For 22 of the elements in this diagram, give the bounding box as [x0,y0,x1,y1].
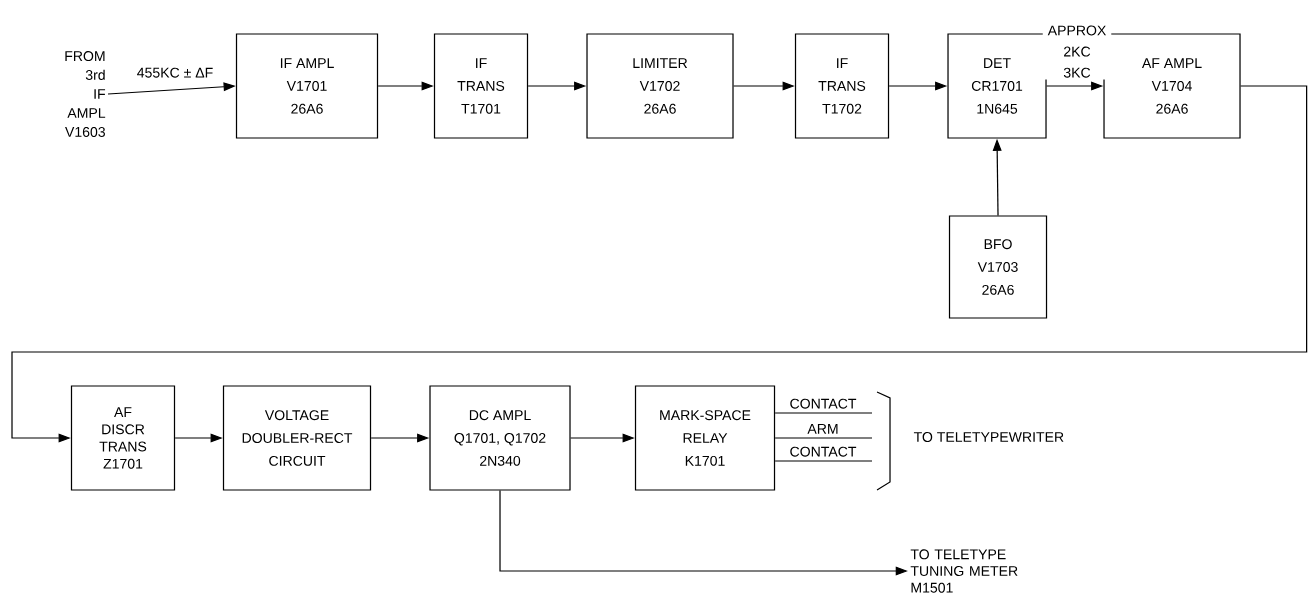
destination-label: TO TELETYPEWRITER [913,432,1064,442]
block-box: MARK-SPACE RELAY K1701 [634,385,776,491]
block-box: AF DISCR TRANS Z1701 [70,385,176,491]
block-box: BFO V1703 26A6 [948,215,1048,319]
source-label: FROM 3rd IF AMPL V1603 [65,51,106,137]
block-box: LIMITER V1702 26A6 [586,33,734,139]
edge-label: APPROX 2KC 3KC [1042,23,1112,80]
connector-line [774,412,873,414]
arrow [11,85,1308,443]
connector-line [774,437,873,439]
edge-label: ARM [805,422,841,436]
block-box: DET CR1701 1N645 [947,33,1047,139]
edge-label: CONTACT [787,396,859,411]
block-box: DC AMPL Q1701, Q1702 2N340 [429,385,571,491]
block-box: VOLTAGE DOUBLER-RECT CIRCUIT [222,385,372,491]
connector-line [774,460,873,462]
block-box: IF TRANS T1701 [433,33,529,139]
edge-label: 455KC ± ΔF [135,65,215,80]
edge-label: CONTACT [787,444,859,459]
block-box: IF AMPL V1701 26A6 [235,33,379,139]
destination-label: TO TELETYPE TUNING METER M1501 [910,549,1018,593]
block-box: IF TRANS T1702 [794,33,890,139]
